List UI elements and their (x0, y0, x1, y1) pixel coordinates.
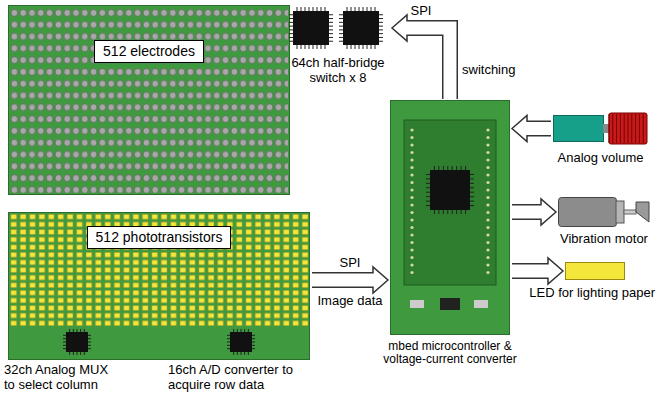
analog-volume: Analog volume (553, 112, 648, 145)
text-holder: 512 phototransistors (8, 226, 310, 249)
electrode-board: 512 electrodes (8, 5, 290, 195)
led-strip: LED for lighting paper (565, 262, 625, 280)
vibration-motor-drawing (558, 197, 650, 227)
block-arrow (512, 199, 556, 225)
switch-chips: 64ch half-bridge switch x 8 (285, 5, 390, 51)
block-arrow (512, 258, 563, 284)
text-holder: 512 electrodes (8, 40, 290, 63)
part-name: Vibration motor (560, 231, 648, 246)
block-arrow (512, 116, 551, 142)
phototransistor-board: 512 phototransistors (8, 212, 310, 360)
led-strip-drawing (565, 262, 625, 280)
signal-name: Image data (310, 293, 390, 308)
analog-volume-drawing (553, 112, 648, 145)
part-name: mbed microcontroller & voltage-current c… (383, 339, 516, 366)
part-name: Analog volume (558, 150, 644, 165)
text-holder: Analog volume (541, 150, 659, 165)
title-box: 512 phototransistors (87, 226, 232, 249)
part-name: LED for lighting paper (529, 285, 655, 300)
part-name: 32ch Analog MUX to select column (4, 362, 122, 392)
text-holder: LED for lighting paper (517, 285, 655, 300)
block-arrow (392, 15, 450, 99)
signal-name: SPI (338, 255, 363, 270)
mbed-board-drawing (390, 100, 510, 335)
text-holder: 64ch half-bridge switch x 8 (281, 55, 395, 85)
signal-name: SPI (409, 3, 434, 18)
block-arrow (312, 267, 388, 293)
part-name: 16ch A/D converter to acquire row data (168, 362, 298, 392)
switch-chips-drawing (285, 5, 390, 51)
signal-name: switching (462, 62, 532, 77)
part-name: 64ch half-bridge switch x 8 (291, 55, 384, 85)
mbed-board: mbed microcontroller & voltage-current c… (390, 100, 510, 335)
title-box: 512 electrodes (94, 40, 204, 63)
text-holder: Vibration motor (542, 231, 659, 246)
vibration-motor: Vibration motor (558, 197, 650, 227)
electrode-board-drawing (8, 5, 290, 195)
text-holder: mbed microcontroller & voltage-current c… (382, 340, 518, 366)
